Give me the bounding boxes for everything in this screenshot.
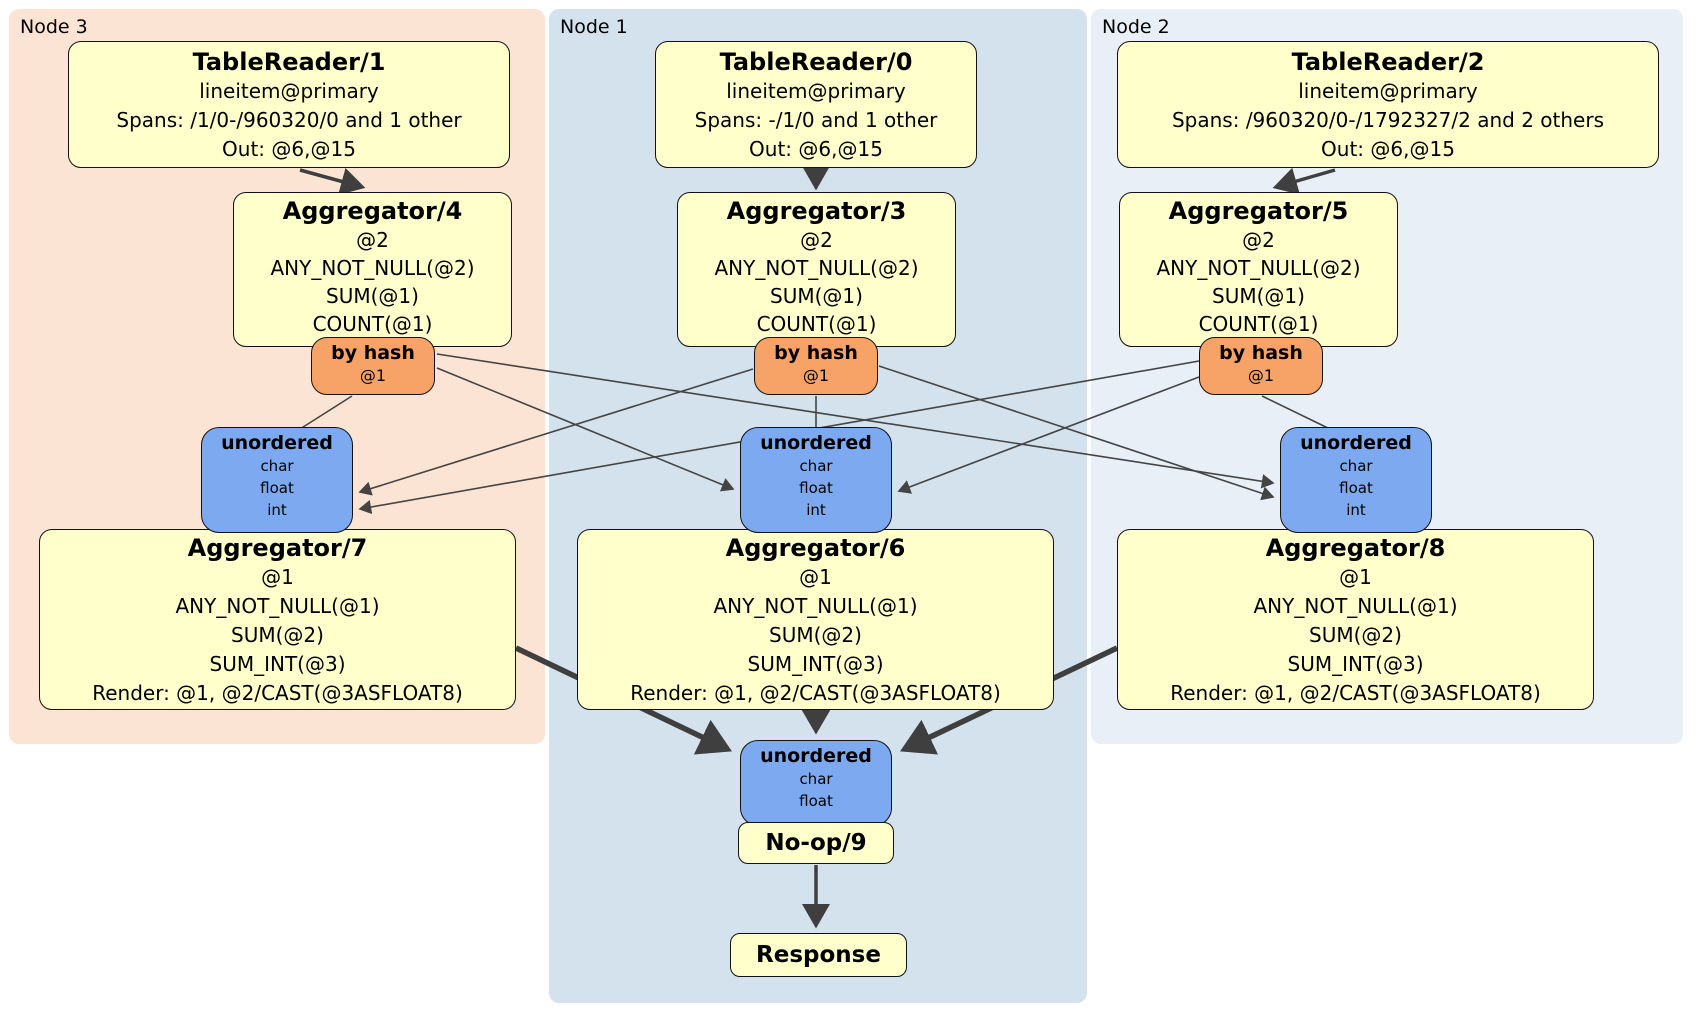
aggregator-5-box: Aggregator/5 @2 ANY_NOT_NULL(@2) SUM(@1)… — [1119, 192, 1398, 347]
aggregator-7-line: SUM(@2) — [231, 623, 324, 647]
sync-type: char — [799, 770, 833, 788]
aggregator-8-line: @1 — [1339, 565, 1372, 589]
sync-type: int — [1346, 501, 1366, 519]
response-box: Response — [730, 933, 907, 977]
aggregator-8-box: Aggregator/8 @1 ANY_NOT_NULL(@1) SUM(@2)… — [1117, 529, 1594, 710]
aggregator-7-title: Aggregator/7 — [187, 534, 368, 562]
aggregator-3-box: Aggregator/3 @2 ANY_NOT_NULL(@2) SUM(@1)… — [677, 192, 956, 347]
tablereader-0-out: Out: @6,@15 — [749, 137, 883, 161]
sync-type: float — [799, 792, 833, 810]
node2-label: Node 2 — [1102, 16, 1170, 38]
unordered-sync-final-title: unordered — [760, 745, 872, 767]
aggregator-6-line: ANY_NOT_NULL(@1) — [713, 594, 918, 618]
hash-router-node3: by hash @1 — [311, 337, 435, 395]
hash-router-node1-title: by hash — [774, 342, 858, 364]
tablereader-2-index: lineitem@primary — [1298, 79, 1478, 103]
hash-router-node2: by hash @1 — [1199, 337, 1323, 395]
tablereader-1-index: lineitem@primary — [199, 79, 379, 103]
aggregator-4-line: ANY_NOT_NULL(@2) — [270, 256, 475, 280]
tablereader-0-title: TableReader/0 — [719, 48, 913, 76]
unordered-sync-node2-title: unordered — [1300, 432, 1412, 454]
aggregator-5-line: @2 — [1242, 228, 1275, 252]
sync-type: char — [799, 457, 833, 475]
unordered-sync-node3-title: unordered — [221, 432, 333, 454]
tablereader-1-box: TableReader/1 lineitem@primary Spans: /1… — [68, 41, 510, 168]
sync-type: char — [260, 457, 294, 475]
unordered-sync-node1: unordered char float int — [740, 427, 892, 533]
aggregator-3-line: COUNT(@1) — [756, 312, 877, 336]
node1-label: Node 1 — [560, 16, 628, 38]
aggregator-7-line: @1 — [261, 565, 294, 589]
tablereader-1-out: Out: @6,@15 — [222, 137, 356, 161]
hash-router-node1-detail: @1 — [802, 366, 830, 385]
hash-router-node3-title: by hash — [331, 342, 415, 364]
aggregator-8-line: SUM(@2) — [1309, 623, 1402, 647]
unordered-sync-node2: unordered char float int — [1280, 427, 1432, 533]
aggregator-8-line: SUM_INT(@3) — [1287, 652, 1424, 676]
noop-title: No-op/9 — [765, 830, 867, 856]
aggregator-7-line: ANY_NOT_NULL(@1) — [175, 594, 380, 618]
tablereader-1-title: TableReader/1 — [192, 48, 386, 76]
tablereader-0-spans: Spans: -/1/0 and 1 other — [694, 108, 938, 132]
aggregator-5-title: Aggregator/5 — [1168, 197, 1349, 225]
aggregator-4-title: Aggregator/4 — [282, 197, 463, 225]
aggregator-6-line: SUM(@2) — [769, 623, 862, 647]
aggregator-6-line: @1 — [799, 565, 832, 589]
aggregator-5-line: COUNT(@1) — [1198, 312, 1319, 336]
aggregator-8-title: Aggregator/8 — [1265, 534, 1446, 562]
aggregator-4-line: COUNT(@1) — [312, 312, 433, 336]
aggregator-4-box: Aggregator/4 @2 ANY_NOT_NULL(@2) SUM(@1)… — [233, 192, 512, 347]
response-title: Response — [756, 942, 881, 968]
hash-router-node2-title: by hash — [1219, 342, 1303, 364]
tablereader-0-box: TableReader/0 lineitem@primary Spans: -/… — [655, 41, 977, 168]
aggregator-7-line: SUM_INT(@3) — [209, 652, 346, 676]
tablereader-2-title: TableReader/2 — [1291, 48, 1485, 76]
aggregator-3-line: @2 — [800, 228, 833, 252]
sync-type: char — [1339, 457, 1373, 475]
aggregator-4-line: @2 — [356, 228, 389, 252]
aggregator-5-line: ANY_NOT_NULL(@2) — [1156, 256, 1361, 280]
aggregator-7-box: Aggregator/7 @1 ANY_NOT_NULL(@1) SUM(@2)… — [39, 529, 516, 710]
aggregator-4-line: SUM(@1) — [326, 284, 419, 308]
aggregator-3-line: SUM(@1) — [770, 284, 863, 308]
aggregator-7-render: Render: @1, @2/CAST(@3ASFLOAT8) — [92, 681, 463, 705]
unordered-sync-node3: unordered char float int — [201, 427, 353, 533]
tablereader-2-box: TableReader/2 lineitem@primary Spans: /9… — [1117, 41, 1659, 168]
unordered-sync-final: unordered char float — [740, 740, 892, 826]
aggregator-6-render: Render: @1, @2/CAST(@3ASFLOAT8) — [630, 681, 1001, 705]
tablereader-1-spans: Spans: /1/0-/960320/0 and 1 other — [116, 108, 462, 132]
noop-box: No-op/9 — [738, 822, 894, 864]
sync-type: float — [260, 479, 294, 497]
tablereader-0-index: lineitem@primary — [726, 79, 906, 103]
hash-router-node1: by hash @1 — [754, 337, 878, 395]
sync-type: int — [267, 501, 287, 519]
aggregator-5-line: SUM(@1) — [1212, 284, 1305, 308]
node3-label: Node 3 — [20, 16, 88, 38]
aggregator-6-line: SUM_INT(@3) — [747, 652, 884, 676]
sync-type: float — [1339, 479, 1373, 497]
aggregator-6-box: Aggregator/6 @1 ANY_NOT_NULL(@1) SUM(@2)… — [577, 529, 1054, 710]
aggregator-8-line: ANY_NOT_NULL(@1) — [1253, 594, 1458, 618]
aggregator-3-line: ANY_NOT_NULL(@2) — [714, 256, 919, 280]
hash-router-node2-detail: @1 — [1247, 366, 1275, 385]
tablereader-2-spans: Spans: /960320/0-/1792327/2 and 2 others — [1171, 108, 1604, 132]
sync-type: float — [799, 479, 833, 497]
sync-type: int — [806, 501, 826, 519]
aggregator-3-title: Aggregator/3 — [726, 197, 907, 225]
tablereader-2-out: Out: @6,@15 — [1321, 137, 1455, 161]
aggregator-6-title: Aggregator/6 — [725, 534, 906, 562]
unordered-sync-node1-title: unordered — [760, 432, 872, 454]
aggregator-8-render: Render: @1, @2/CAST(@3ASFLOAT8) — [1170, 681, 1541, 705]
hash-router-node3-detail: @1 — [359, 366, 387, 385]
